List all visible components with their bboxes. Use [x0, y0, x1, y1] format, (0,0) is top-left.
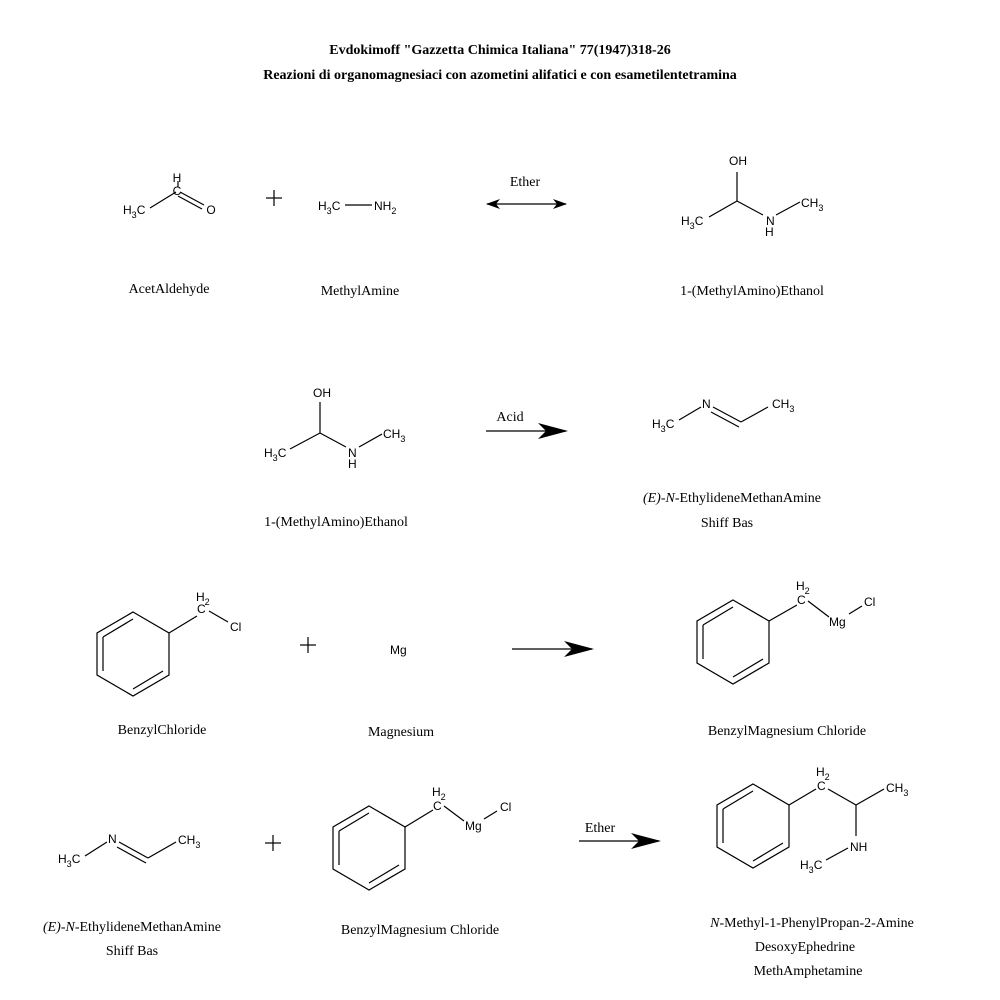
svg-text:H3C: H3C: [123, 203, 146, 220]
reaction2-reactant-structure: OH N H H3C CH3: [264, 386, 405, 471]
reaction2-product-name: (E)-N-EthylideneMethanAmine: [643, 491, 821, 506]
svg-text:H3C: H3C: [264, 446, 287, 463]
svg-text:C: C: [797, 593, 806, 607]
reaction3-magnesium-symbol: Mg: [390, 643, 407, 657]
plus-sign-1: [266, 190, 282, 206]
reaction4-condition: Ether: [585, 821, 616, 836]
svg-text:H3C: H3C: [318, 199, 341, 216]
svg-text:N: N: [108, 832, 117, 846]
reaction1-product-name: 1-(MethylAmino)Ethanol: [680, 284, 824, 299]
svg-text:NH2: NH2: [374, 199, 396, 216]
reaction4-grignard-structure: H2 C Mg Cl: [332, 785, 511, 891]
reaction1-acetaldehyde-structure: H C O H3C: [123, 171, 216, 220]
svg-text:H3C: H3C: [800, 858, 823, 875]
reaction1-reactant1-name: AcetAldehyde: [129, 282, 210, 297]
svg-text:Mg: Mg: [829, 615, 846, 629]
reaction4-product-name: N-Methyl-1-PhenylPropan-2-Amine: [709, 916, 914, 931]
svg-text:CH3: CH3: [383, 427, 405, 444]
svg-text:NH: NH: [850, 840, 867, 854]
reaction2-product-structure: N H3C CH3: [652, 397, 794, 434]
svg-text:OH: OH: [729, 154, 747, 168]
svg-text:Cl: Cl: [230, 620, 241, 634]
reaction3-reactant2-name: Magnesium: [368, 725, 434, 740]
svg-text:H2: H2: [196, 590, 210, 607]
reaction2-reactant-name: 1-(MethylAmino)Ethanol: [264, 515, 408, 530]
reaction3-product-name: BenzylMagnesium Chloride: [708, 724, 866, 739]
svg-text:H2: H2: [796, 579, 810, 596]
plus-sign-4: [265, 835, 281, 851]
reaction3-benzylchloride-structure: H2 C Cl: [96, 590, 241, 697]
svg-text:Mg: Mg: [465, 819, 482, 833]
reaction4-reactant2-name: BenzylMagnesium Chloride: [341, 923, 499, 938]
svg-text:N: N: [766, 214, 775, 228]
svg-text:CH3: CH3: [178, 833, 200, 850]
svg-text:H3C: H3C: [58, 852, 81, 869]
svg-text:H3C: H3C: [681, 214, 704, 231]
svg-text:CH3: CH3: [801, 196, 823, 213]
svg-text:H: H: [348, 457, 357, 471]
reaction2-condition: Acid: [496, 410, 523, 425]
reaction4-product-name-line3: MethAmphetamine: [754, 964, 863, 979]
svg-text:CH3: CH3: [886, 781, 908, 798]
header-subtitle: Reazioni di organomagnesiaci con azometi…: [263, 68, 737, 83]
svg-text:Cl: Cl: [864, 595, 875, 609]
svg-text:C: C: [433, 799, 442, 813]
svg-text:H: H: [765, 225, 774, 239]
reaction4-product-structure: H2 C CH3 NH H3C: [716, 765, 908, 875]
reaction4-reactant1-name-line2: Shiff Bas: [106, 944, 158, 959]
reaction3-reactant1-name: BenzylChloride: [118, 723, 207, 738]
reaction1-reactant2-name: MethylAmine: [321, 284, 400, 299]
svg-text:N: N: [702, 397, 711, 411]
reaction1-condition: Ether: [510, 175, 541, 190]
reaction1-methylamine-structure: H3C NH2: [318, 199, 396, 216]
svg-text:H2: H2: [432, 785, 446, 802]
svg-text:C: C: [173, 184, 182, 198]
reaction4-product-name-line2: DesoxyEphedrine: [755, 940, 855, 955]
svg-text:Cl: Cl: [500, 800, 511, 814]
svg-text:N: N: [348, 446, 357, 460]
svg-text:O: O: [206, 203, 215, 217]
reaction1-product-structure: OH N H H3C CH3: [681, 154, 823, 239]
svg-text:C: C: [817, 779, 826, 793]
reaction4-reactant1-name: (E)-N-EthylideneMethanAmine: [43, 920, 221, 935]
svg-text:H3C: H3C: [652, 417, 675, 434]
svg-text:H: H: [173, 171, 182, 185]
svg-text:OH: OH: [313, 386, 331, 400]
svg-text:C: C: [197, 602, 206, 616]
reaction4-schiff-base-structure: N H3C CH3: [58, 832, 200, 869]
reaction3-product-structure: H2 C Mg Cl: [696, 579, 875, 685]
header-citation: Evdokimoff "Gazzetta Chimica Italiana" 7…: [329, 43, 670, 58]
svg-text:CH3: CH3: [772, 397, 794, 414]
plus-sign-3: [300, 637, 316, 653]
reaction2-product-name-line2: Shiff Bas: [701, 516, 753, 531]
svg-text:H2: H2: [816, 765, 830, 782]
